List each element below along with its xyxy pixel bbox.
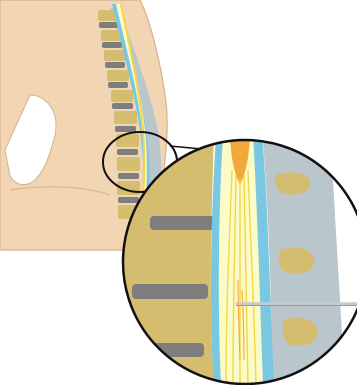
- illustration-canvas: [0, 0, 357, 385]
- spine-illustration: [0, 0, 357, 385]
